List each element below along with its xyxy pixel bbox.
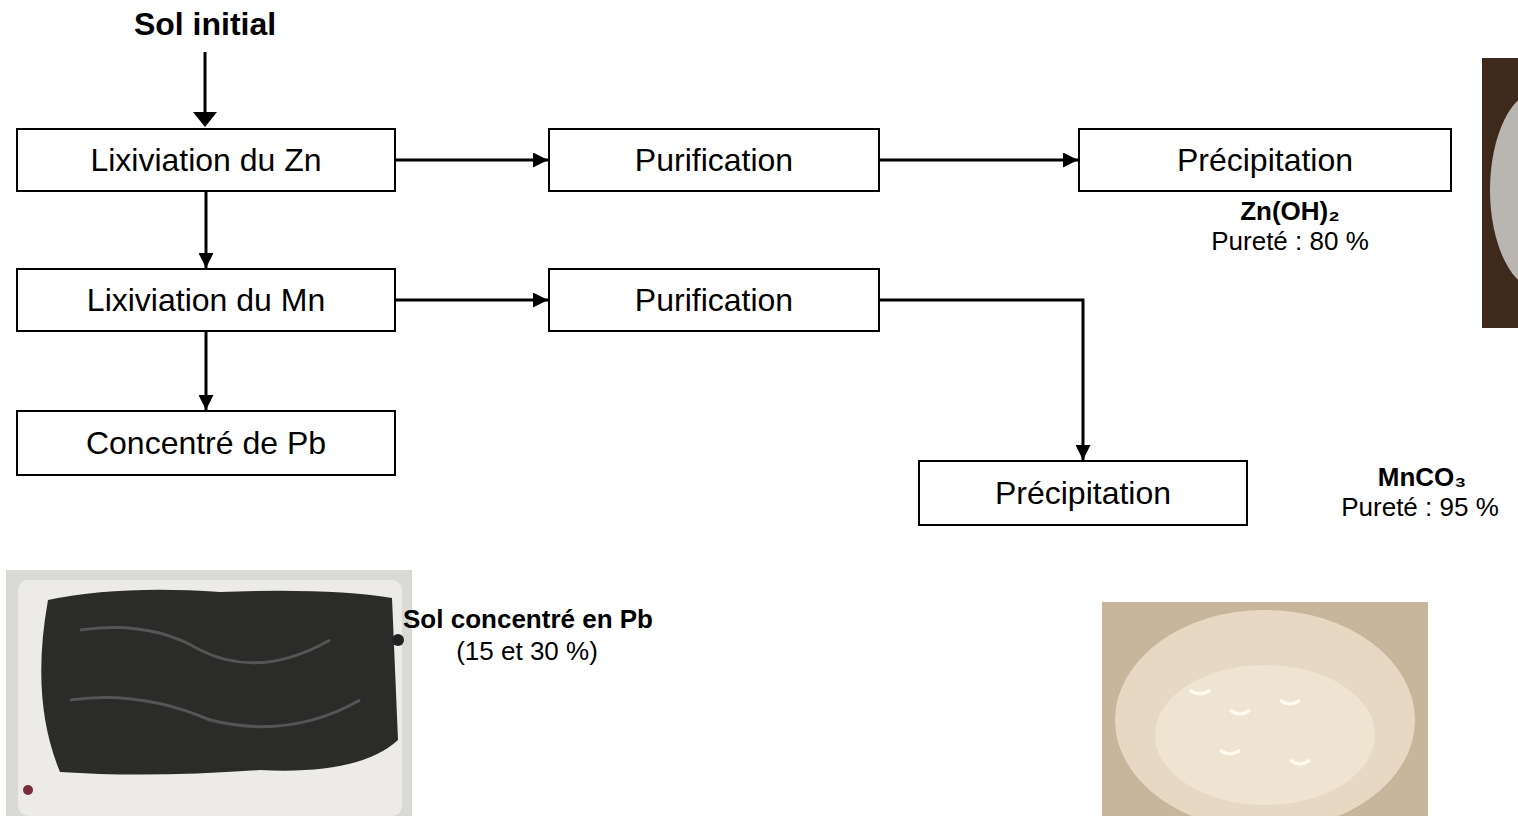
annotation: Pureté : 95 % xyxy=(1341,492,1499,523)
flow-arrow xyxy=(880,159,1078,162)
znoh2-photo xyxy=(1482,58,1518,328)
process-box: Purification xyxy=(548,128,880,192)
mnco3-photo xyxy=(1102,602,1428,816)
process-box: Précipitation xyxy=(1078,128,1452,192)
process-box: Lixiviation du Zn xyxy=(16,128,396,192)
start-arrow xyxy=(204,52,207,114)
annotation: Pureté : 80 % xyxy=(1211,226,1369,257)
annotation: Sol initial xyxy=(134,6,276,43)
annotation: Zn(OH)₂ xyxy=(1240,196,1340,227)
box-label: Purification xyxy=(621,282,807,319)
process-box: Concentré de Pb xyxy=(16,410,396,476)
box-label: Concentré de Pb xyxy=(72,425,340,462)
box-label: Lixiviation du Mn xyxy=(73,282,339,319)
flow-arrow xyxy=(396,299,548,302)
start-arrow-head xyxy=(193,112,217,127)
process-box: Purification xyxy=(548,268,880,332)
box-label: Précipitation xyxy=(981,475,1185,512)
annotation: MnCO₃ xyxy=(1378,462,1467,493)
flow-arrow xyxy=(205,192,208,268)
flow-arrow xyxy=(880,300,1083,460)
process-box: Précipitation xyxy=(918,460,1248,526)
process-box: Lixiviation du Mn xyxy=(16,268,396,332)
flow-arrow xyxy=(205,332,208,410)
lead-sludge-photo xyxy=(6,570,412,816)
annotation: (15 et 30 %) xyxy=(456,636,598,667)
box-label: Précipitation xyxy=(1163,142,1367,179)
flow-arrow xyxy=(396,159,548,162)
box-label: Lixiviation du Zn xyxy=(76,142,335,179)
annotation: Sol concentré en Pb xyxy=(403,604,653,635)
box-label: Purification xyxy=(621,142,807,179)
